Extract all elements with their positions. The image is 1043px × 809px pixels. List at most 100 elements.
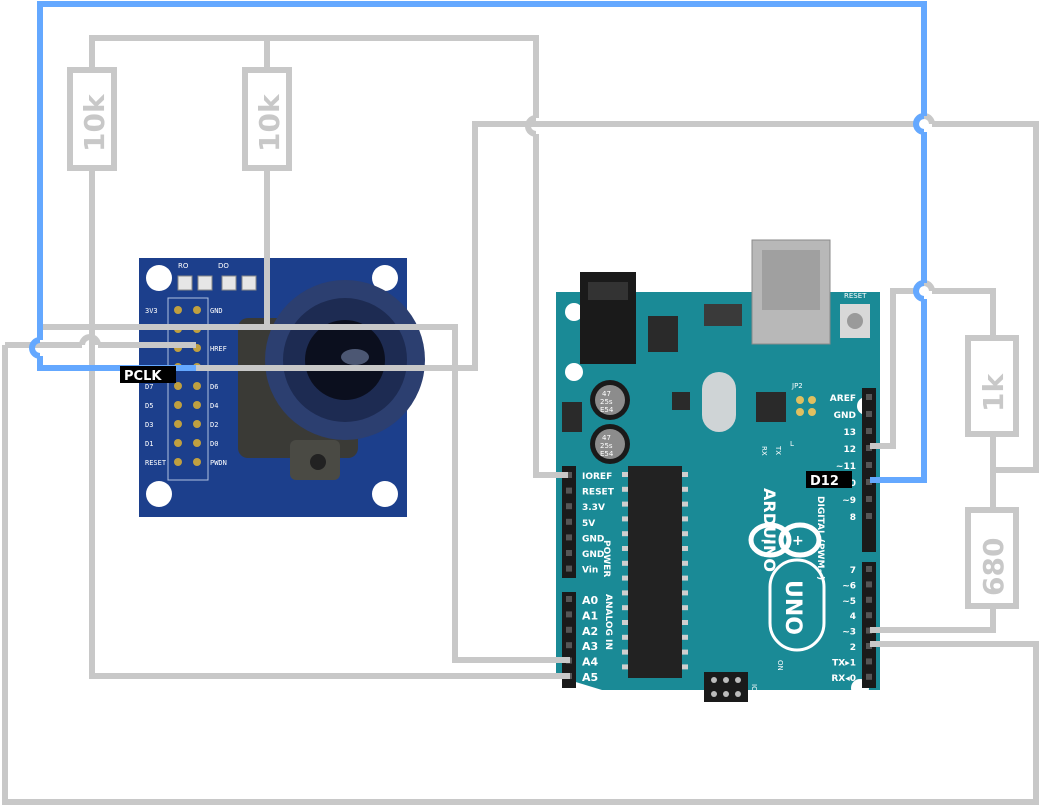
- wire-divider-to-pin3: [870, 606, 996, 633]
- camera-pin: [193, 420, 201, 428]
- chip-pin: [682, 546, 688, 551]
- analog-header: [562, 592, 576, 688]
- camera-pin-label: D6: [210, 383, 218, 391]
- chip-pin: [682, 664, 688, 670]
- digital-pin-label: TX▸1: [832, 658, 856, 668]
- camera-mount-hole: [146, 481, 172, 507]
- icsp-header: [704, 672, 748, 702]
- camera-mount-hole: [372, 265, 398, 291]
- analog-pin-label: A1: [582, 609, 598, 622]
- gray-wires: [2, 35, 1039, 805]
- chip-pin: [682, 620, 688, 625]
- camera-label-ro: RO: [178, 262, 189, 270]
- chip-pin: [622, 501, 628, 507]
- resistor-r4: 680: [965, 507, 1019, 609]
- capacitor: 47 25s E54: [590, 424, 630, 464]
- camera-pin: [193, 306, 201, 314]
- header-pin: [866, 566, 872, 572]
- chip-pin: [622, 531, 628, 537]
- reset-button-cap: [847, 313, 863, 329]
- pclk-hop: [913, 280, 925, 302]
- wire-bottom-loop: [2, 345, 1039, 805]
- header-pin: [866, 627, 872, 634]
- camera-pin: [174, 382, 182, 390]
- chip-pin: [682, 472, 688, 477]
- camera-pin-label: D7: [145, 383, 153, 391]
- header-pin: [566, 611, 572, 618]
- header-pin: [566, 596, 572, 602]
- header-pin: [866, 479, 872, 485]
- pclk-hop: [29, 337, 41, 359]
- camera-pin-label: D2: [210, 421, 218, 429]
- jp2-label: JP2: [791, 382, 803, 390]
- capacitor: 47 25s E54: [590, 380, 630, 420]
- header-pin: [566, 626, 572, 633]
- camera-pin: [174, 458, 182, 466]
- header-pin: [566, 518, 572, 525]
- chip-pin: [622, 472, 628, 477]
- rx-label: RX: [760, 446, 768, 456]
- chip-pin: [682, 634, 688, 640]
- chip-pin: [622, 486, 628, 492]
- header-pin: [866, 581, 872, 588]
- digital-pin-label: RX◂0: [831, 674, 856, 684]
- chip-pin: [622, 605, 628, 611]
- chip-pin: [622, 590, 628, 596]
- solder-pad: [197, 275, 213, 291]
- arduino-logo: − +: [748, 522, 822, 558]
- power-pin-label: IOREF: [582, 472, 612, 482]
- wire-right-loop: [932, 121, 1039, 473]
- resistor-r1-value: 10k: [78, 93, 111, 152]
- wire-camera-to-top: [196, 121, 916, 371]
- chip-pin: [622, 634, 628, 640]
- header-pin: [866, 658, 872, 665]
- wire-siod-to-a4: [196, 324, 570, 663]
- l-led-label: L: [790, 440, 794, 448]
- analog-pin-label: A5: [582, 671, 598, 684]
- camera-pin-label: D1: [145, 440, 153, 448]
- wire-crossover-hop: [79, 334, 101, 346]
- jp2-pads: [796, 396, 816, 416]
- analog-pin-label: A4: [582, 656, 599, 669]
- digital-pin-label: 7: [850, 566, 856, 576]
- svg-text:−: −: [760, 533, 772, 549]
- d12-tag: D12: [806, 471, 852, 489]
- atmega-microcontroller: [628, 466, 682, 678]
- camera-pin-label: D5: [145, 402, 153, 410]
- header-pin: [866, 496, 872, 502]
- svg-text:25s: 25s: [600, 442, 613, 450]
- header-pin: [566, 487, 572, 494]
- dc-jack-top: [588, 282, 628, 300]
- header-pin: [866, 394, 872, 400]
- digital-pin-label: ~6: [842, 581, 856, 591]
- header-pin: [866, 462, 872, 468]
- camera-pin-label: D3: [145, 421, 153, 429]
- camera-pin-label: HREF: [210, 345, 227, 353]
- power-section-label: POWER: [601, 540, 611, 577]
- arduino-site: ARDUINO.CC: [628, 690, 673, 698]
- smd-component: [672, 392, 690, 410]
- camera-pin: [174, 401, 182, 409]
- camera-pin-label: GND: [210, 307, 223, 315]
- solder-pad: [221, 275, 237, 291]
- digital-pin-label: ~9: [842, 496, 856, 506]
- digital-pin-label: ~5: [842, 597, 856, 607]
- chip-pin: [682, 531, 688, 537]
- camera-pin-header: [167, 297, 209, 481]
- reset-label: RESET: [844, 292, 867, 300]
- chip-pin: [682, 649, 688, 655]
- camera-pin: [174, 439, 182, 447]
- chip-pin: [682, 590, 688, 596]
- resistor-r4-value: 680: [977, 538, 1010, 596]
- pclk-tag-text: PCLK: [124, 369, 162, 384]
- uno-wordmark: UNO: [780, 580, 805, 635]
- header-pin: [566, 550, 572, 556]
- resistor-r3: 1k: [965, 335, 1019, 437]
- icsp-label: ICSP: [750, 684, 758, 700]
- uno-outline: [768, 558, 826, 652]
- camera-pin-label: D4: [210, 402, 218, 410]
- chip-pin: [682, 501, 688, 507]
- chip-pin: [682, 575, 688, 581]
- chip-pin: [682, 516, 688, 522]
